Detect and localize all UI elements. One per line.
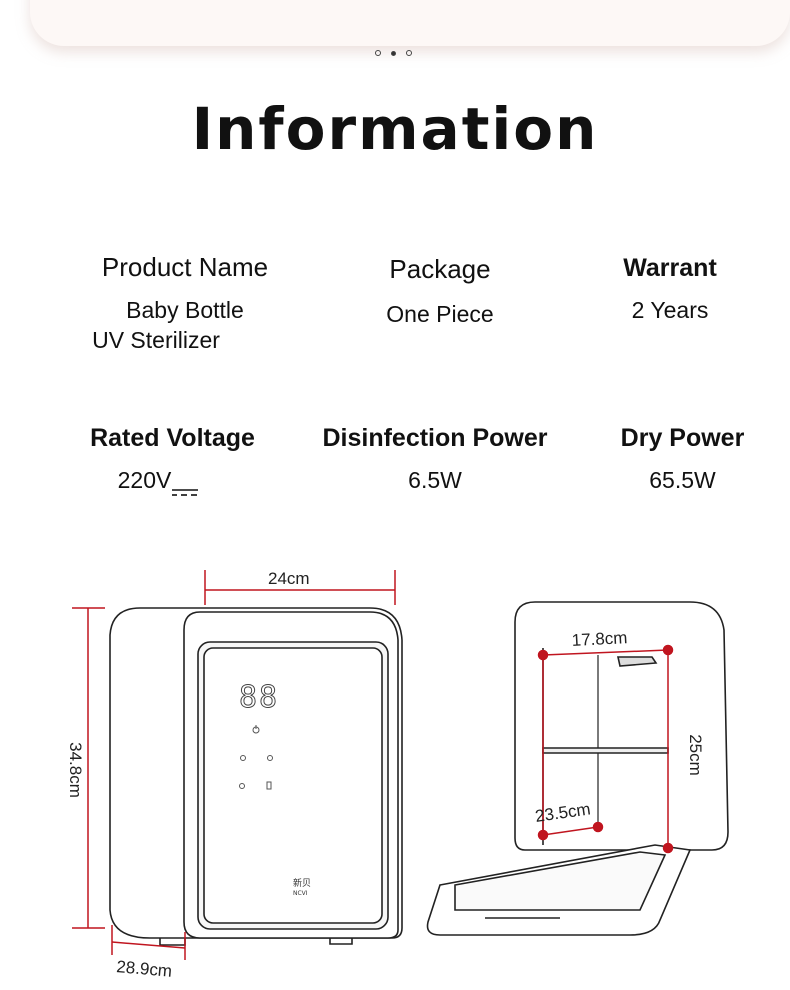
spec-product-name: Product Name Baby Bottle UV Sterilizer [60, 252, 310, 355]
spec-rated-voltage: Rated Voltage 220V [60, 424, 285, 496]
dim-inner-height-label: 25cm [686, 734, 705, 776]
spec-value-line2: UV Sterilizer [92, 327, 220, 353]
dc-symbol-icon [171, 475, 199, 496]
spec-label: Package [389, 254, 491, 284]
spec-label: Rated Voltage [90, 424, 255, 452]
spec-value: 220V [32, 465, 285, 496]
spec-package: Package One Piece [340, 254, 540, 329]
dim-height-label: 34.8cm [66, 742, 85, 798]
brand-logo-top: 新贝 [293, 877, 311, 889]
spec-label: Product Name [101, 252, 269, 282]
dimension-lines [72, 570, 396, 960]
inner-dimension-lines [537, 644, 674, 854]
dim-depth-label: 28.9cm [116, 957, 173, 981]
spec-label: Warrant [623, 254, 717, 282]
page-title: Information [191, 95, 599, 163]
spec-disinfection-power: Disinfection Power 6.5W [305, 424, 565, 495]
spec-value: Baby Bottle UV Sterilizer [60, 295, 310, 355]
spec-label: Dry Power [620, 424, 745, 452]
display-digits: 88 [239, 680, 279, 715]
spec-value-line1: Baby Bottle [126, 297, 244, 323]
dimension-diagram: 88 新贝 NCVI 24cm 34.8cm 28.9cm [66, 569, 729, 981]
open-device [426, 601, 729, 936]
top-card [30, 0, 790, 46]
dim-inner-width-label: 17.8cm [571, 628, 628, 650]
pager-dot-2[interactable] [391, 50, 396, 56]
spec-label: Disinfection Power [322, 424, 548, 452]
pager-dot-3[interactable] [406, 50, 412, 56]
pager-dot-1[interactable] [375, 50, 381, 56]
spec-value: One Piece [386, 301, 494, 327]
control-icons [239, 725, 273, 790]
carousel-pager [375, 50, 412, 56]
spec-value: 6.5W [408, 467, 462, 493]
voltage-value: 220V [117, 467, 172, 493]
spec-dry-power: Dry Power 65.5W [605, 424, 760, 495]
spec-value: 65.5W [649, 467, 716, 493]
spec-value: 2 Years [631, 297, 709, 323]
brand-logo-bottom: NCVI [293, 890, 308, 897]
dim-width-label: 24cm [268, 569, 310, 588]
front-device [109, 607, 403, 946]
spec-warranty: Warrant 2 Years [590, 254, 750, 325]
